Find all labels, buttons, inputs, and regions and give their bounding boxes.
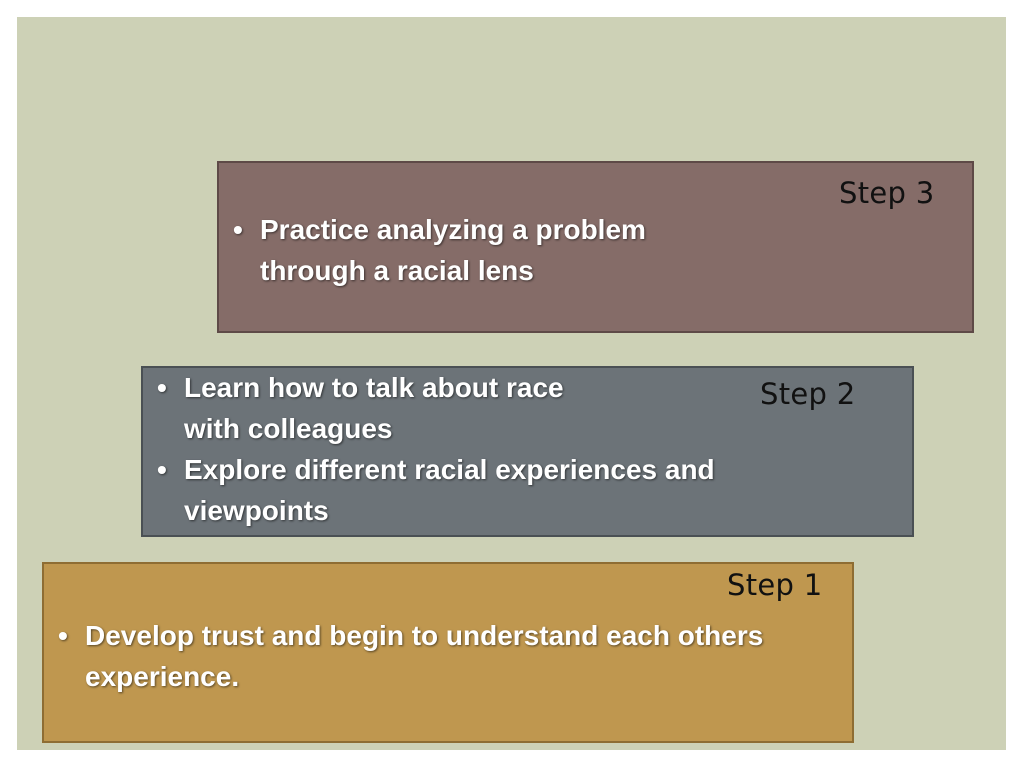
step-1-box: Step 1 Develop trust and begin to unders…: [42, 562, 854, 743]
step-2-bullet-list: Learn how to talk about race with collea…: [151, 367, 811, 531]
step-2-bullet-2: Explore different racial experiences and…: [151, 449, 811, 531]
step-3-bullet-list: Practice analyzing a problem through a r…: [227, 209, 707, 291]
slide-background: Step 3 Practice analyzing a problem thro…: [17, 17, 1006, 750]
step-3-box: Step 3 Practice analyzing a problem thro…: [217, 161, 974, 333]
step-3-bullet-1: Practice analyzing a problem through a r…: [227, 209, 707, 291]
step-2-bullet-1: Learn how to talk about race with collea…: [151, 367, 614, 449]
step-1-bullet-1: Develop trust and begin to understand ea…: [52, 615, 842, 697]
step-3-label: Step 3: [839, 176, 935, 210]
step-1-bullet-list: Develop trust and begin to understand ea…: [52, 615, 842, 697]
step-2-box: Step 2 Learn how to talk about race with…: [141, 366, 914, 537]
step-2-label: Step 2: [760, 377, 856, 411]
step-1-label: Step 1: [727, 568, 823, 602]
